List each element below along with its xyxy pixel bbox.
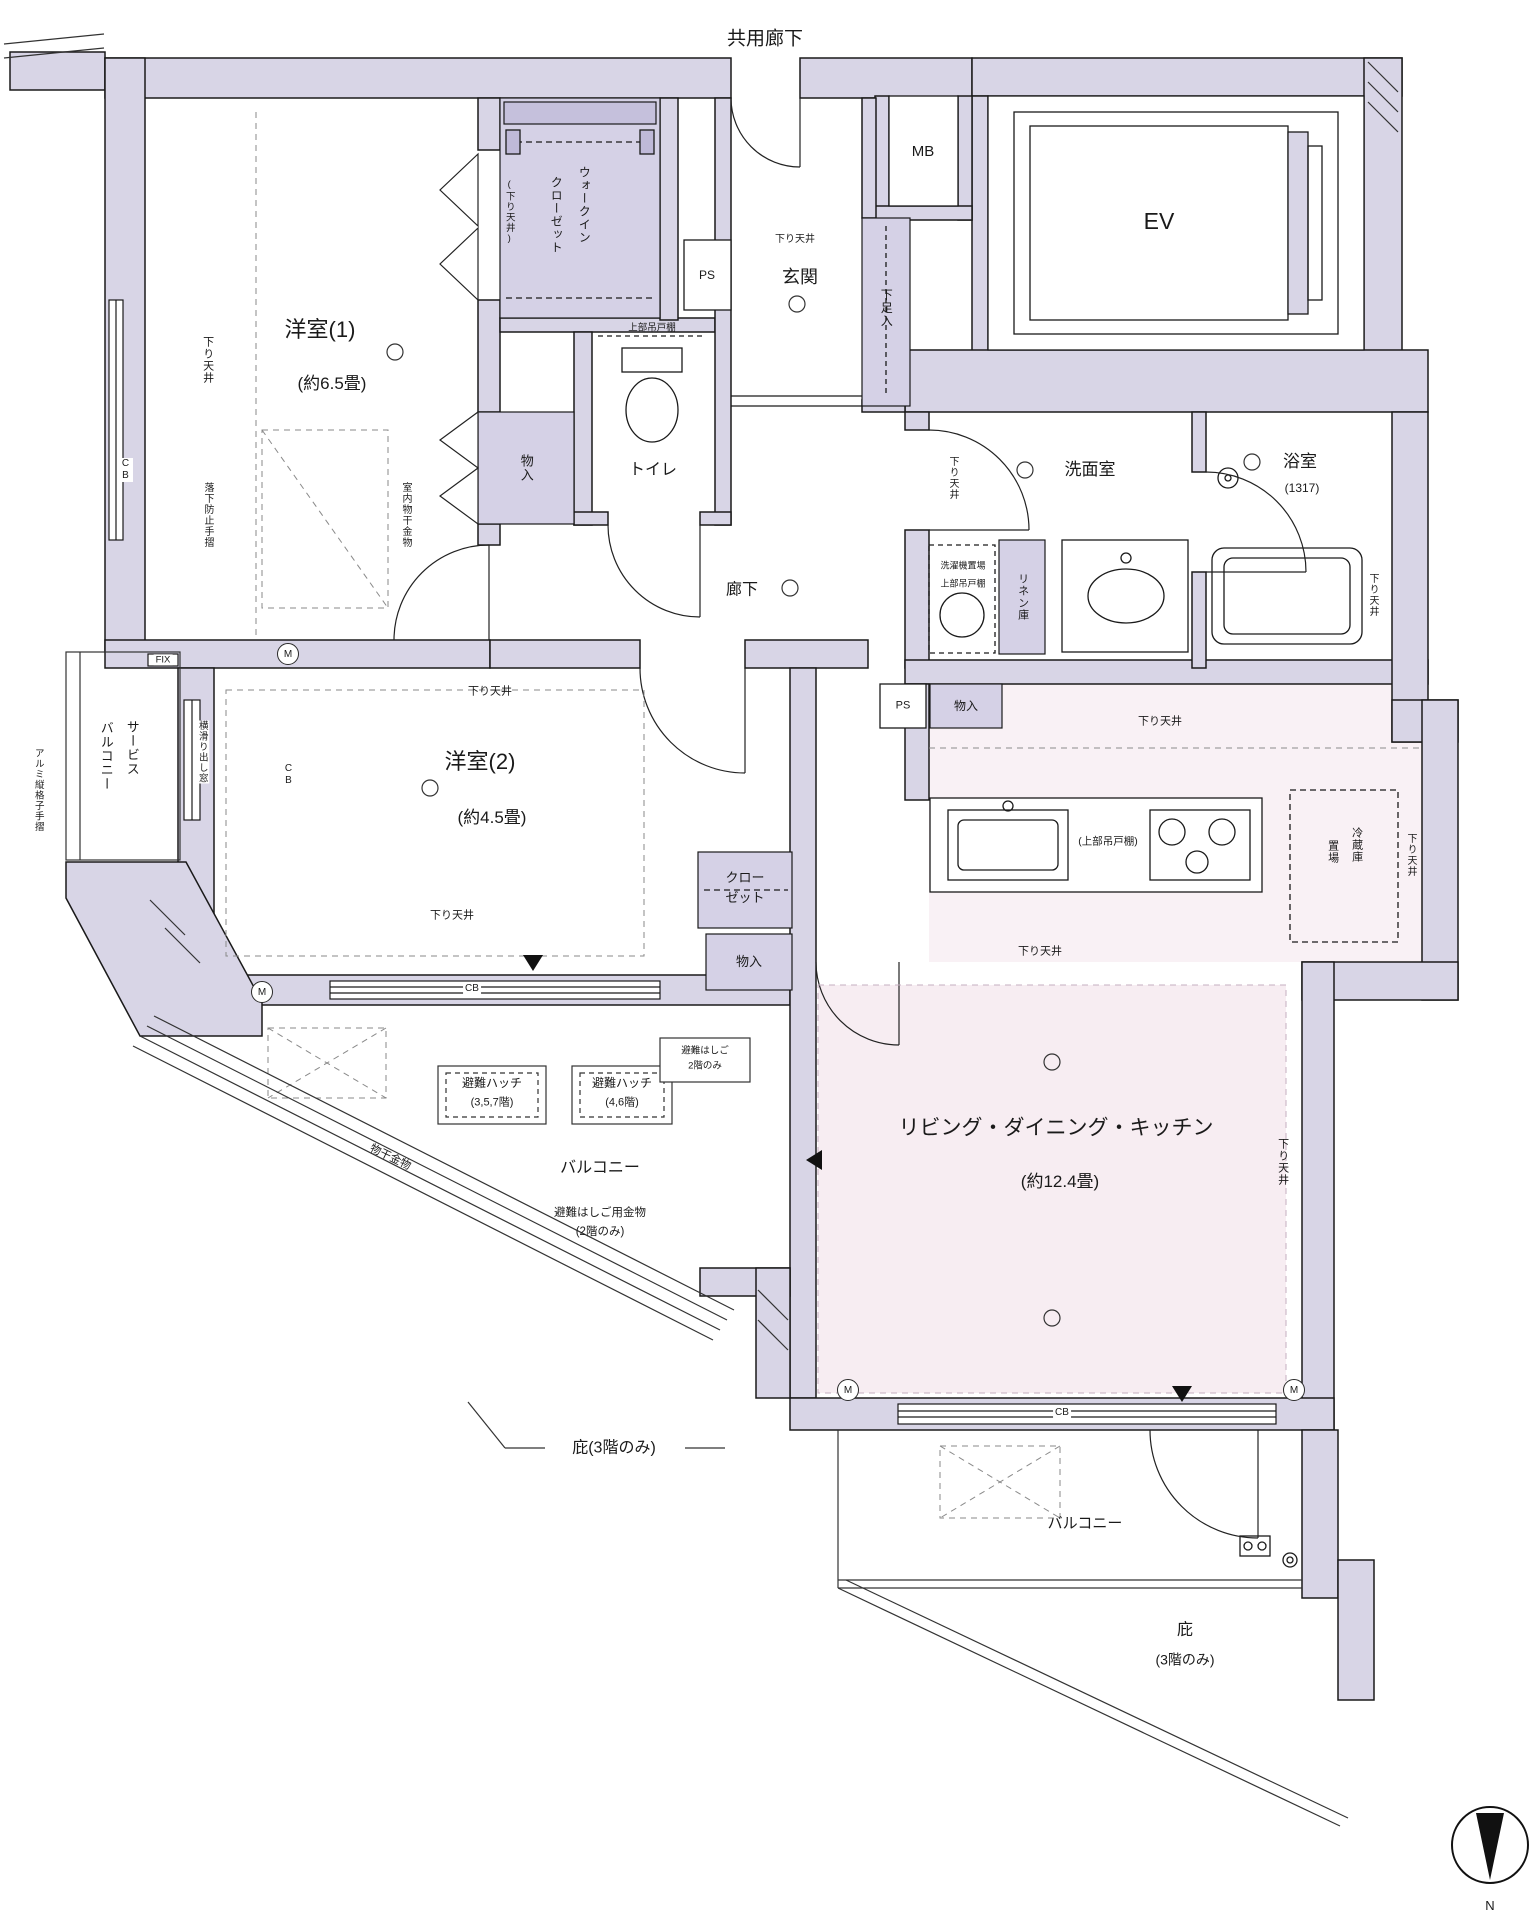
label-ps-1: PS [696, 267, 718, 283]
washer-fixture [928, 544, 996, 654]
label-north: N [1485, 1898, 1495, 1914]
label-monoire-2: 物入 [735, 954, 763, 970]
label-monohoshi-indoor: 室内物干金物 [400, 482, 411, 548]
label-oriten-wash: 下り天井 [947, 456, 958, 500]
label-shoe: 下足入 [879, 288, 894, 328]
toilet-fixture [598, 335, 706, 443]
label-western2-name: 洋室(2) [444, 748, 516, 774]
label-common-corridor: 共用廊下 [726, 28, 804, 50]
label-oriten-w2-top: 下り天井 [468, 685, 512, 698]
kitchen-counter [929, 797, 1263, 893]
label-western1-name: 洋室(1) [284, 316, 356, 342]
label-upper-cabinet-washer: 上部吊戸棚 [938, 578, 988, 590]
label-fridge-line2: 置場 [1326, 840, 1339, 864]
label-ladder-hw-line1: 避難はしご用金物 [554, 1207, 646, 1220]
label-ladder-line1: 避難はしご [681, 1045, 729, 1057]
label-hallway: 廊下 [725, 581, 759, 599]
label-washer: 洗濯機置場 [938, 560, 988, 572]
site-lines [3, 33, 1399, 1827]
label-oriten-kitchen: 下り天井 [1138, 715, 1182, 728]
m-marker-1: M [277, 643, 299, 665]
fixtures-layer [505, 129, 1399, 1568]
label-ps-2: PS [893, 699, 913, 713]
symbols-layer [386, 295, 1529, 1884]
label-hisashi-sw: 庇(3階のみ) [572, 1439, 656, 1457]
label-closet-line2: ゼット [725, 889, 765, 905]
label-bathroom-size: (1317) [1284, 480, 1320, 495]
label-oriten-w1: 下り天井 [201, 336, 214, 384]
storage-layer [477, 97, 1046, 991]
label-cb-3: CB [463, 983, 481, 995]
m-marker-2: M [251, 981, 273, 1003]
wic-rods [505, 129, 655, 299]
label-oriten-ldk-top: 下り天井 [1018, 945, 1062, 958]
label-toilet: トイレ [628, 461, 678, 479]
label-balcony-se: バルコニー [1047, 1515, 1123, 1532]
label-fridge-line1: 冷蔵庫 [1350, 827, 1363, 863]
label-ldk-size: (約12.4畳) [1020, 1171, 1100, 1191]
label-hatch1: 避難ハッチ [461, 1075, 523, 1090]
m-marker-4: M [1283, 1379, 1305, 1401]
label-ldk-name: リビング・ダイニング・キッチン [898, 1116, 1214, 1140]
label-monoire-1: 物入 [518, 454, 534, 482]
label-oriten-kitchen-right: 下り天井 [1405, 833, 1416, 877]
label-wic-line1: ウォークイン [577, 166, 592, 244]
compass [1451, 1806, 1529, 1884]
label-monoire-3: 物入 [953, 698, 979, 713]
compass-needle [1476, 1813, 1504, 1880]
label-hatch2: 避難ハッチ [591, 1075, 653, 1090]
label-alumi: アルミ縦格子手摺 [32, 748, 44, 832]
label-oriten-bath: 下り天井 [1367, 573, 1378, 617]
label-wic-line2: クローゼット [549, 176, 564, 254]
label-cb-4: CB [1053, 1407, 1071, 1419]
label-yokosuberi: 横滑り出し窓 [194, 720, 210, 784]
label-western1-size: (約6.5畳) [297, 373, 367, 393]
label-ev: EV [1143, 208, 1175, 235]
label-hisashi-se-line1: 庇 [1176, 1621, 1194, 1639]
tint-layer [818, 684, 1422, 1393]
label-balcony-sw: バルコニー [560, 1159, 640, 1177]
hatch-boxes [437, 1037, 751, 1125]
label-service-balcony-line2: バルコニー [98, 721, 114, 791]
balcony-se-fixtures [1239, 1535, 1298, 1568]
doors-layer [393, 97, 1307, 1539]
label-fix: FIX [153, 654, 173, 666]
m-marker-3: M [837, 1379, 859, 1401]
label-washroom: 洗面室 [1064, 459, 1116, 479]
label-oriten-entrance: 下り天井 [775, 234, 815, 245]
label-oriten-w2-bottom: 下り天井 [430, 909, 474, 922]
elevator [1013, 111, 1339, 335]
label-entrance: 玄関 [782, 267, 818, 288]
label-mb: MB [911, 143, 935, 160]
label-cb-1: CB [117, 458, 133, 482]
label-upper-cabinet-toilet: 上部吊戸棚 [628, 322, 676, 334]
label-oriten-paren: (下り天井) [503, 179, 515, 245]
vanity-fixture [1061, 539, 1189, 653]
label-hisashi-se-line2: (3階のみ) [1155, 1651, 1215, 1668]
label-bathroom: 浴室 [1283, 451, 1317, 471]
label-hatch1-floors: (3,5,7階) [470, 1096, 514, 1109]
vent-triangles [523, 955, 1192, 1402]
label-ladder-hw-line2: (2階のみ) [575, 1226, 625, 1239]
fridge-space [1289, 789, 1399, 943]
label-cb-2: CB [280, 763, 296, 787]
label-rakka: 落下防止手摺 [202, 482, 213, 548]
label-closet-line1: クロー [725, 869, 765, 885]
label-upper-cabinet-kitchen: (上部吊戸棚) [1078, 835, 1138, 848]
label-oriten-ldk-right: 下り天井 [1276, 1138, 1289, 1186]
label-service-balcony-line1: サービス [124, 720, 140, 776]
dashed-layer [225, 112, 1422, 1519]
bathtub-fixture [1211, 467, 1363, 645]
entrance-step [731, 395, 862, 407]
label-ladder-line2: 2階のみ [688, 1060, 722, 1072]
label-western2-size: (約4.5畳) [457, 807, 527, 827]
label-linen: リネン庫 [1016, 573, 1029, 621]
label-hatch2-floors: (4,6階) [605, 1096, 639, 1109]
